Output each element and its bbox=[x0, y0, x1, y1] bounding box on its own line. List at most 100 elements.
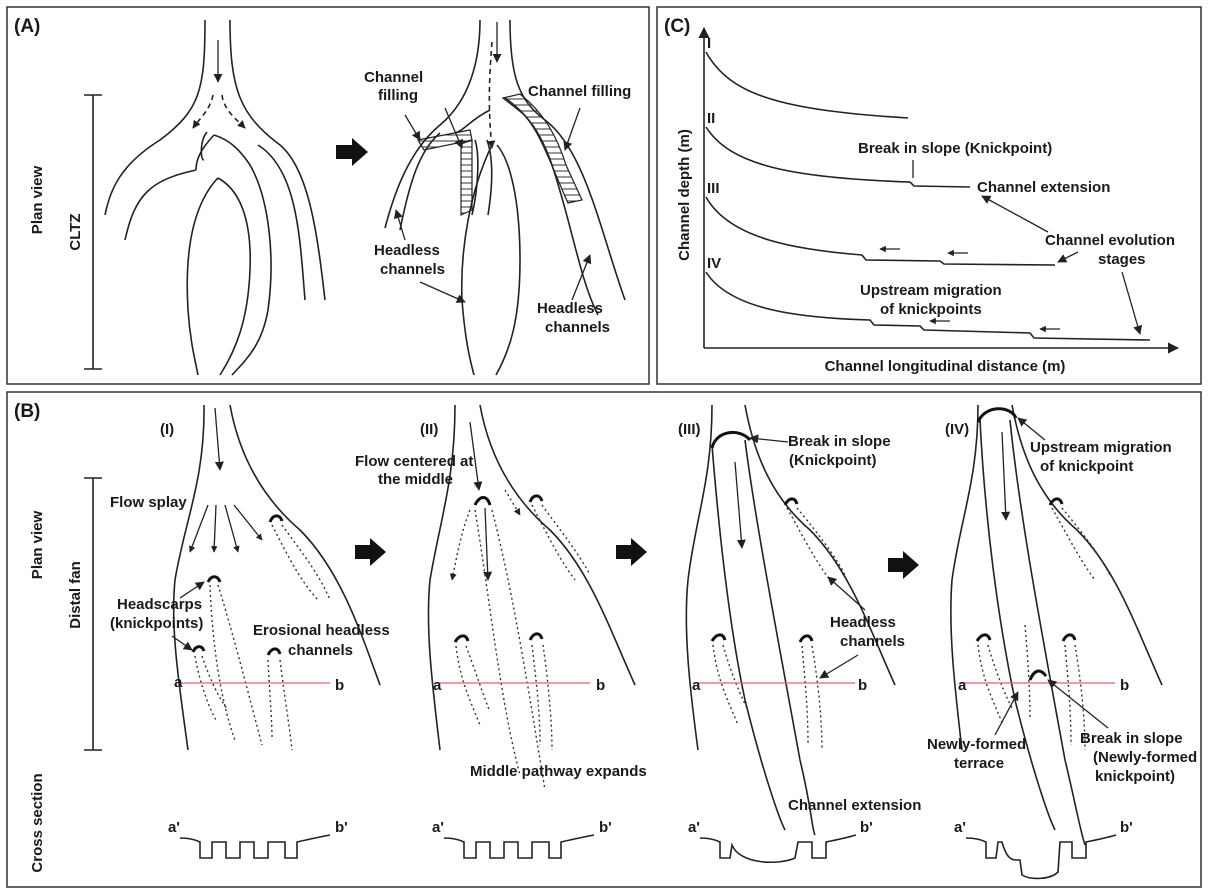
evolution-stages-line-2: stages bbox=[1098, 251, 1146, 268]
cs-iii-a-prime: a' bbox=[688, 819, 700, 836]
break-new-line-3: knickpoint) bbox=[1095, 768, 1175, 785]
flow-splay-label: Flow splay bbox=[110, 494, 187, 511]
stage-arrow-2 bbox=[616, 538, 647, 566]
break-slope-line-1: Break in slope bbox=[788, 433, 891, 450]
upstream-b-line-1: Upstream migration bbox=[1030, 439, 1172, 456]
upstream-migration-b-label: Upstream migration of knickpoint bbox=[1030, 439, 1172, 475]
panel-a-side-label: Plan view bbox=[29, 165, 46, 234]
stage-iv-point-b: b bbox=[1120, 677, 1129, 694]
flow-centered-line-1: Flow centered at bbox=[355, 453, 473, 470]
stage-label-iii: III bbox=[707, 180, 720, 197]
break-slope-new-label: Break in slope (Newly-formed knickpoint) bbox=[1080, 730, 1197, 785]
terrace-line-2: terrace bbox=[954, 755, 1004, 772]
panel-c-frame bbox=[657, 7, 1201, 384]
cs-ii-b-prime: b' bbox=[599, 819, 612, 836]
newly-formed-terrace-label: Newly-formed terrace bbox=[927, 736, 1026, 772]
stage-label-ii: II bbox=[707, 110, 715, 127]
cross-section-label: Cross section bbox=[29, 773, 46, 872]
headscarps-label: Headscarps (knickpoints) bbox=[110, 596, 203, 632]
distal-fan-scale-bar bbox=[84, 478, 102, 750]
break-new-arrow bbox=[1048, 680, 1108, 728]
break-slope-arrow bbox=[750, 438, 788, 442]
cs-ii-a-prime: a' bbox=[432, 819, 444, 836]
headscarps-line-1: Headscarps bbox=[117, 596, 202, 613]
headless-left-arrow-down bbox=[420, 282, 465, 302]
distal-fan-label: Distal fan bbox=[67, 561, 84, 629]
break-new-line-1: Break in slope bbox=[1080, 730, 1183, 747]
stage-i-label: (I) bbox=[160, 421, 174, 438]
cltz-label: CLTZ bbox=[67, 213, 84, 250]
panel-a: (A) Plan view CLTZ bbox=[7, 7, 649, 384]
cross-section-iii: a' b' bbox=[688, 819, 873, 862]
cs-iv-a-prime: a' bbox=[954, 819, 966, 836]
profile-stage-ii bbox=[706, 127, 970, 187]
headless-right-arrow bbox=[572, 255, 590, 300]
terrace-line-1: Newly-formed bbox=[927, 736, 1026, 753]
stage-i-diagram bbox=[174, 405, 380, 750]
cross-section-iv: a' b' bbox=[954, 819, 1133, 878]
cs-i-b-prime: b' bbox=[335, 819, 348, 836]
profile-stage-i bbox=[706, 52, 908, 118]
erosional-line-2: channels bbox=[288, 642, 353, 659]
headless-b-arrow-2 bbox=[820, 655, 858, 678]
cs-iii-b-prime: b' bbox=[860, 819, 873, 836]
upstream-migration-label: Upstream migration of knickpoints bbox=[860, 282, 1002, 318]
stage-label-i: I bbox=[707, 35, 711, 52]
headless-b-line-2: channels bbox=[840, 633, 905, 650]
upstream-migration-line-1: Upstream migration bbox=[860, 282, 1002, 299]
middle-pathway-label: Middle pathway expands bbox=[470, 763, 647, 780]
channel-system-before bbox=[105, 20, 325, 375]
stage-ii-point-b: b bbox=[596, 677, 605, 694]
stage-iv-label: (IV) bbox=[945, 421, 969, 438]
panel-b-id: (B) bbox=[14, 401, 40, 422]
stage-iii-label: (III) bbox=[678, 421, 701, 438]
stage-i-point-b: b bbox=[335, 677, 344, 694]
channel-filling-left-line-1: Channel bbox=[364, 69, 423, 86]
stage-iii-point-b: b bbox=[858, 677, 867, 694]
channel-filling-left-label: Channel filling bbox=[364, 69, 423, 104]
upstream-migration-line-2: of knickpoints bbox=[880, 301, 982, 318]
headscarps-line-2: (knickpoints) bbox=[110, 615, 203, 632]
stage-iii-point-a: a bbox=[692, 677, 701, 694]
evolution-stages-line-1: Channel evolution bbox=[1045, 232, 1175, 249]
upstream-b-line-2: of knickpoint bbox=[1040, 458, 1133, 475]
headless-right-line-1: Headless bbox=[537, 300, 603, 317]
break-slope-line-2: (Knickpoint) bbox=[789, 452, 877, 469]
cltz-scale-bar bbox=[84, 95, 102, 369]
stage-arrow-3 bbox=[888, 551, 919, 579]
y-axis-label: Channel depth (m) bbox=[676, 129, 693, 261]
cross-section-i: a' b' bbox=[168, 819, 348, 858]
panel-c: (C) Channel depth (m) Channel longitudin… bbox=[657, 7, 1201, 384]
panel-b-plan-view-label: Plan view bbox=[29, 510, 46, 579]
channel-filling-right-arrow bbox=[565, 108, 580, 150]
headless-left-line-1: Headless bbox=[374, 242, 440, 259]
panel-b: (B) Plan view Distal fan Cross section (… bbox=[7, 392, 1201, 887]
stage-label-iv: IV bbox=[707, 255, 721, 272]
stage-ii-label: (II) bbox=[420, 421, 438, 438]
headless-b-arrow-1 bbox=[828, 577, 865, 610]
upstream-b-arrow bbox=[1018, 418, 1045, 440]
break-slope-knickpoint-label: Break in slope (Knickpoint) bbox=[788, 433, 891, 469]
cross-section-ii: a' b' bbox=[432, 819, 612, 858]
headless-right-line-2: channels bbox=[545, 319, 610, 336]
headless-left-line-2: channels bbox=[380, 261, 445, 278]
stage-ii-point-a: a bbox=[433, 677, 442, 694]
cs-iv-b-prime: b' bbox=[1120, 819, 1133, 836]
channel-filling-left-arrow bbox=[405, 115, 420, 140]
headless-b-line-1: Headless bbox=[830, 614, 896, 631]
erosional-line-1: Erosional headless bbox=[253, 622, 390, 639]
headless-right-label: Headless channels bbox=[537, 300, 610, 336]
channel-extension-label: Channel extension bbox=[977, 179, 1110, 196]
evolution-stages-label: Channel evolution stages bbox=[1045, 232, 1175, 268]
stage-i-point-a: a bbox=[174, 674, 183, 691]
channel-extension-label-b: Channel extension bbox=[788, 797, 921, 814]
stage-iv-point-a: a bbox=[958, 677, 967, 694]
stage-arrow-1 bbox=[355, 538, 386, 566]
headless-channels-label-b: Headless channels bbox=[830, 614, 905, 650]
evolution-arrow-1 bbox=[982, 196, 1048, 232]
evolution-arrow-3 bbox=[1122, 272, 1140, 334]
channel-filling-right-label: Channel filling bbox=[528, 83, 631, 100]
panel-a-id: (A) bbox=[14, 16, 40, 37]
break-in-slope-label: Break in slope (Knickpoint) bbox=[858, 140, 1052, 157]
